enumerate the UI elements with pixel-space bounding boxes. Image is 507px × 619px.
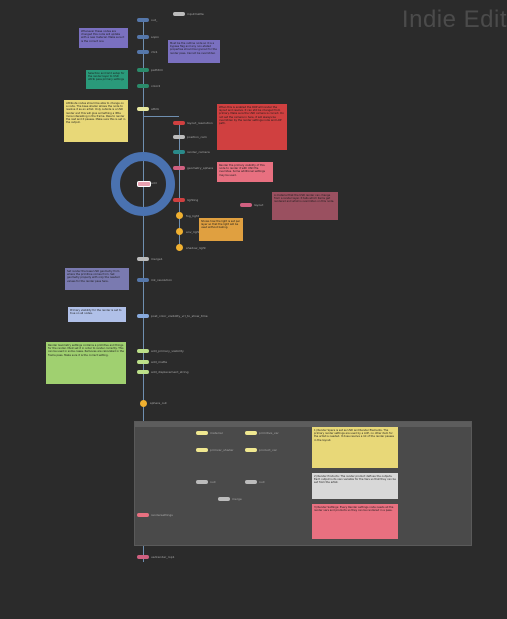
net-null-a[interactable]: [196, 480, 208, 484]
net-material[interactable]: [196, 431, 208, 435]
node-render-camera-label: render_camera: [187, 150, 210, 154]
dot-sphere-out[interactable]: [140, 400, 147, 407]
node-add-matte-label: add_matte: [151, 360, 168, 364]
net-product-var[interactable]: [245, 448, 257, 452]
node-add-primary-visibility[interactable]: [137, 349, 149, 353]
net-primvar-shader-label: primvar_shader: [210, 448, 234, 452]
node-layout-label: layout: [254, 203, 264, 207]
sticky-note[interactable]: Attribute nodes should be able to change…: [64, 100, 128, 142]
node-mk-resolution[interactable]: [137, 278, 149, 282]
node-layout-resolution[interactable]: [173, 121, 185, 125]
node-color2[interactable]: [137, 84, 149, 88]
node-attrib[interactable]: [137, 107, 149, 111]
node-ctx1[interactable]: [137, 50, 149, 54]
node-add-label: add: [151, 181, 157, 185]
net-primitive-var-label: primitive_var: [259, 431, 279, 435]
node-color2-label: color2: [151, 84, 161, 88]
node-ctx1-label: ctx1: [151, 50, 158, 54]
dot-env-light-label: env_light: [186, 230, 200, 234]
dot-shadow-light[interactable]: [176, 244, 183, 251]
node-sopin-label: sopin: [151, 35, 160, 39]
net-merge[interactable]: [218, 497, 230, 501]
node-post-color-visibility-label: post_color_visibility_vrl_to_show_time: [151, 314, 208, 318]
net-merge-label: merge: [232, 497, 242, 501]
net-material-label: material: [210, 431, 223, 435]
dot-shadow-light-label: shadow_light: [186, 246, 206, 250]
node-mk-resolution-label: mk_resolution: [151, 278, 173, 282]
dot-sphere-out-label: sphere_out: [150, 401, 167, 405]
node-attrib-label: attrib: [151, 107, 160, 111]
net-null-a-label: null: [210, 480, 216, 484]
node-geometry-sphere[interactable]: [173, 166, 185, 170]
sticky-note[interactable]: Set render the base USD geometry from wh…: [65, 268, 129, 290]
sticky-note[interactable]: Shows how the light is set per layer so …: [199, 218, 243, 241]
watermark: Indie Edit: [401, 6, 507, 33]
node-geometry-sphere-label: geometry_sphere: [187, 166, 214, 170]
net-primvar-shader[interactable]: [196, 448, 208, 452]
node-merge1[interactable]: [137, 257, 149, 261]
sub-wire: [179, 125, 180, 250]
node-rendersettings[interactable]: [137, 513, 149, 517]
node-add-matte[interactable]: [137, 360, 149, 364]
sticky-note[interactable]: Primary visibility for the render is set…: [68, 307, 126, 322]
node-out[interactable]: [137, 18, 149, 22]
sticky-note[interactable]: Must be the outline node so it is a bypa…: [168, 40, 220, 63]
sticky-note[interactable]: 2) Render Products: The render product d…: [312, 473, 398, 499]
node-position-cam-label: position_cam: [187, 135, 207, 139]
node-rendersettings-label: rendersettings: [151, 513, 173, 517]
sticky-note[interactable]: 1) Render Specs is set as USD and Render…: [312, 427, 398, 468]
node-lighting-label: lighting: [187, 198, 199, 202]
net-null-b[interactable]: [245, 480, 257, 484]
top-node[interactable]: [173, 12, 185, 16]
top-node-label: inputmatte: [187, 12, 204, 16]
branch-wire: [143, 116, 179, 117]
network-box-titlebar: [135, 422, 471, 427]
sticky-note[interactable]: When this is enabled the ROP will render…: [217, 104, 287, 150]
sticky-note[interactable]: Whenever these nodes are changed this no…: [79, 28, 128, 48]
ring-selection[interactable]: [111, 152, 175, 216]
sticky-note[interactable]: 3) Render Settings: Every Render setting…: [312, 504, 398, 539]
dot-fog-light-label: fog_light: [186, 214, 199, 218]
sticky-note[interactable]: Selection and Grid setup for the render …: [86, 70, 128, 89]
node-merge1-label: merge1: [151, 257, 163, 261]
node-usdrender-rop[interactable]: [137, 555, 149, 559]
node-sopin[interactable]: [137, 35, 149, 39]
node-add[interactable]: [137, 181, 151, 187]
network-box[interactable]: [134, 421, 472, 546]
node-render-camera[interactable]: [173, 150, 185, 154]
node-layout[interactable]: [240, 203, 252, 207]
sticky-note[interactable]: Render Geometry settings contains a prim…: [46, 342, 126, 384]
node-lighting[interactable]: [173, 198, 185, 202]
node-add-displacement[interactable]: [137, 370, 149, 374]
dot-fog-light[interactable]: [176, 212, 183, 219]
main-wire: [143, 22, 144, 562]
net-null-b-label: null: [259, 480, 265, 484]
net-product-var-label: product_var: [259, 448, 277, 452]
sticky-note[interactable]: Render the primary visibility of this no…: [217, 162, 273, 182]
node-add-displacement-label: add_displacement_string: [151, 370, 189, 374]
node-add-primary-visibility-label: add_primary_visibility: [151, 349, 184, 353]
node-pathtrm-label: pathtrm: [151, 68, 164, 72]
node-pathtrm[interactable]: [137, 68, 149, 72]
node-layout-resolution-label: layout_resolution: [187, 121, 213, 125]
node-out-label: out_: [151, 18, 158, 22]
node-post-color-visibility[interactable]: [137, 314, 149, 318]
sticky-note[interactable]: A material that the USD render can chang…: [272, 192, 338, 220]
net-primitive-var[interactable]: [245, 431, 257, 435]
dot-env-light[interactable]: [176, 228, 183, 235]
node-usdrender-rop-label: usdrender_rop1: [151, 555, 175, 559]
node-position-cam[interactable]: [173, 135, 185, 139]
